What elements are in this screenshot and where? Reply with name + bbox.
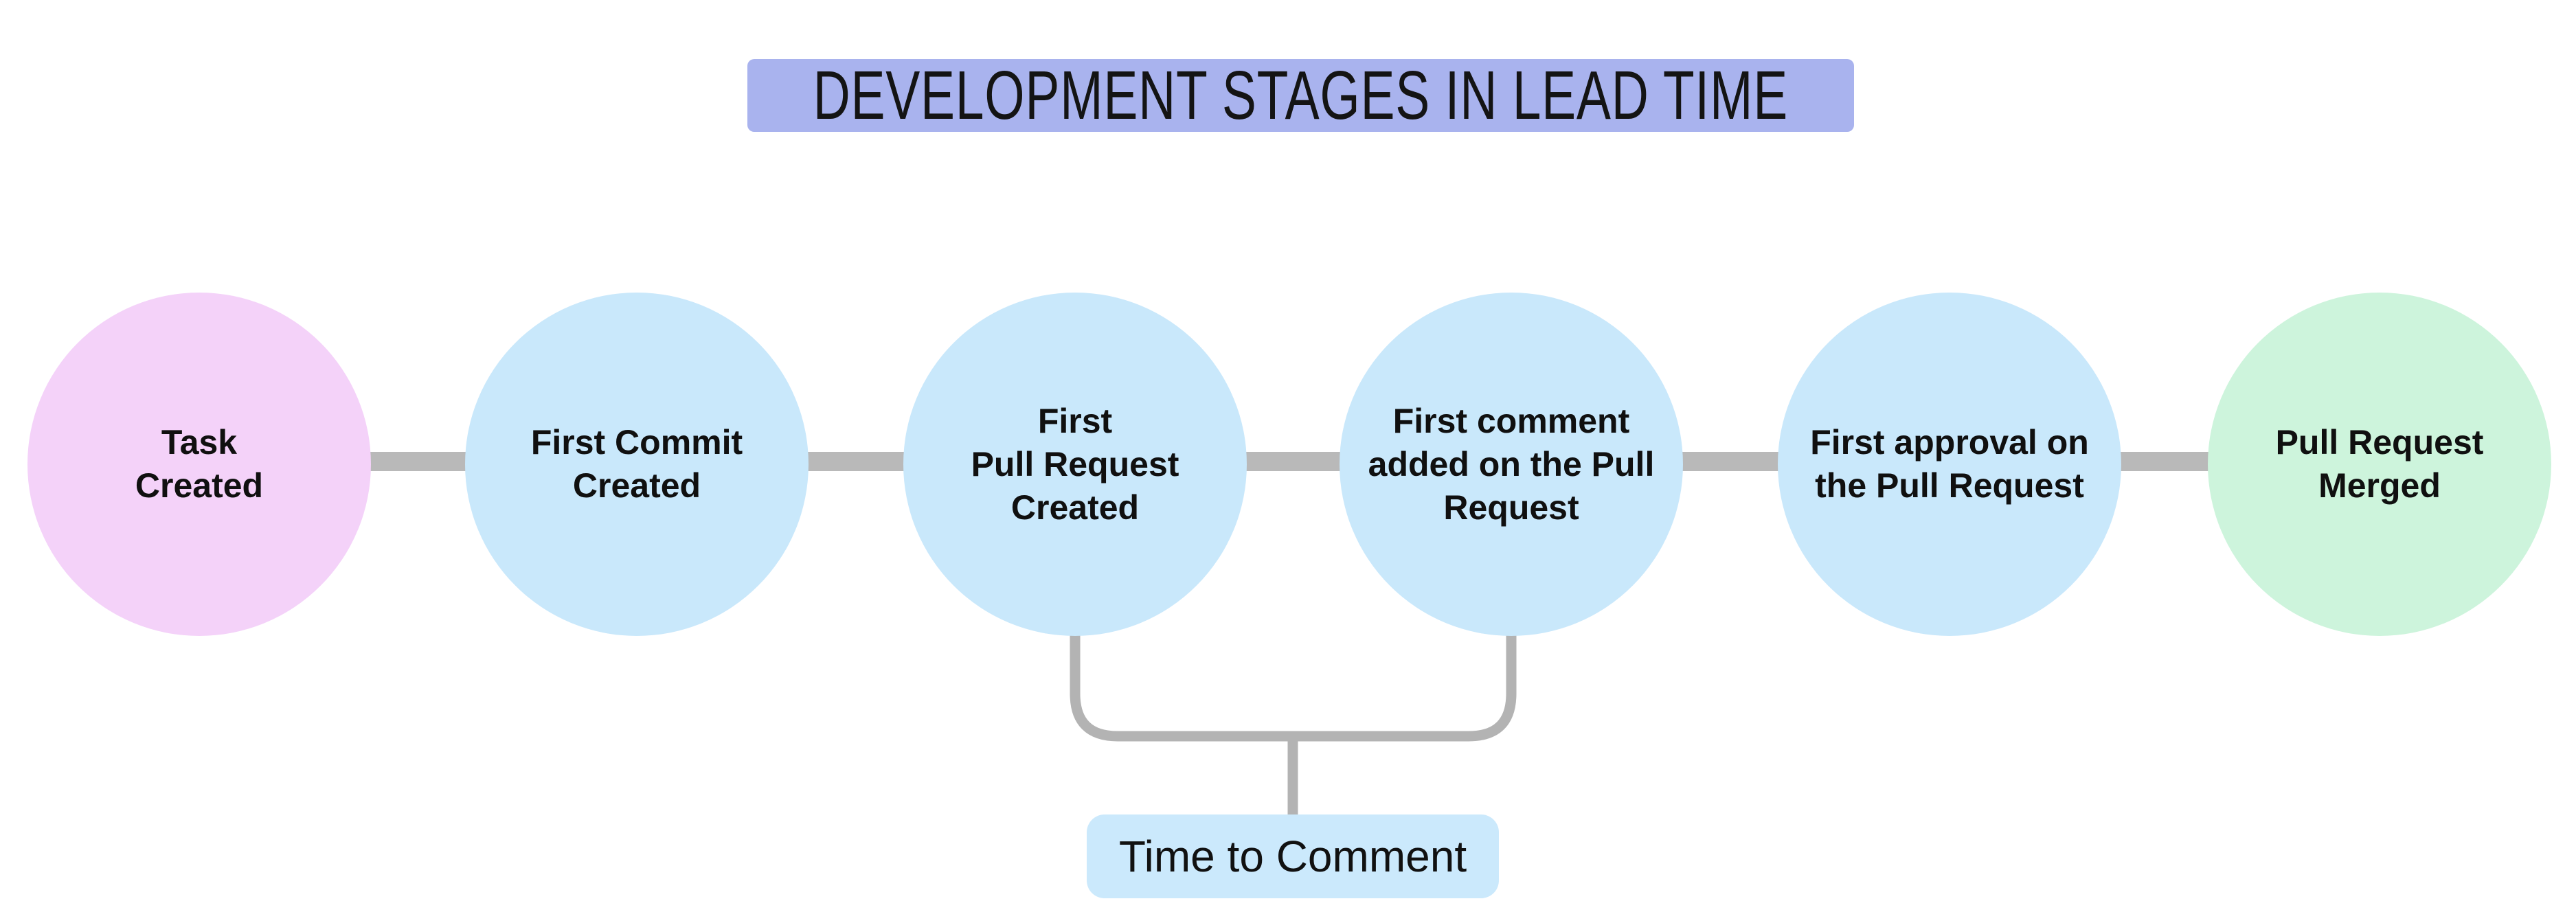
title-banner: DEVELOPMENT STAGES IN LEAD TIME (747, 56, 1854, 134)
stage-label: First approval on the Pull Request (1810, 423, 2089, 505)
stage-circle-first-pull-request-created: First Pull Request Created (903, 293, 1247, 636)
time-to-comment-chip: Time to Comment (1087, 814, 1499, 898)
page-title: DEVELOPMENT STAGES IN LEAD TIME (813, 56, 1789, 134)
stage-label: First Pull Request Created (971, 401, 1179, 527)
stage-label: Pull Request Merged (2275, 423, 2484, 505)
stage-circle-pull-request-merged: Pull Request Merged (2208, 293, 2551, 636)
stage-circle-first-comment-added: First comment added on the Pull Request (1340, 293, 1683, 636)
stage-label: First Commit Created (530, 423, 743, 505)
stage-label: First comment added on the Pull Request (1368, 401, 1655, 527)
time-to-comment-label: Time to Comment (1118, 832, 1467, 881)
stage-label: Task Created (135, 423, 264, 505)
stage-circle-first-approval: First approval on the Pull Request (1778, 293, 2121, 636)
bracket-span-path (1070, 629, 1517, 742)
stage-circle-first-commit-created: First Commit Created (465, 293, 809, 636)
stage-circle-task-created: Task Created (27, 293, 371, 636)
